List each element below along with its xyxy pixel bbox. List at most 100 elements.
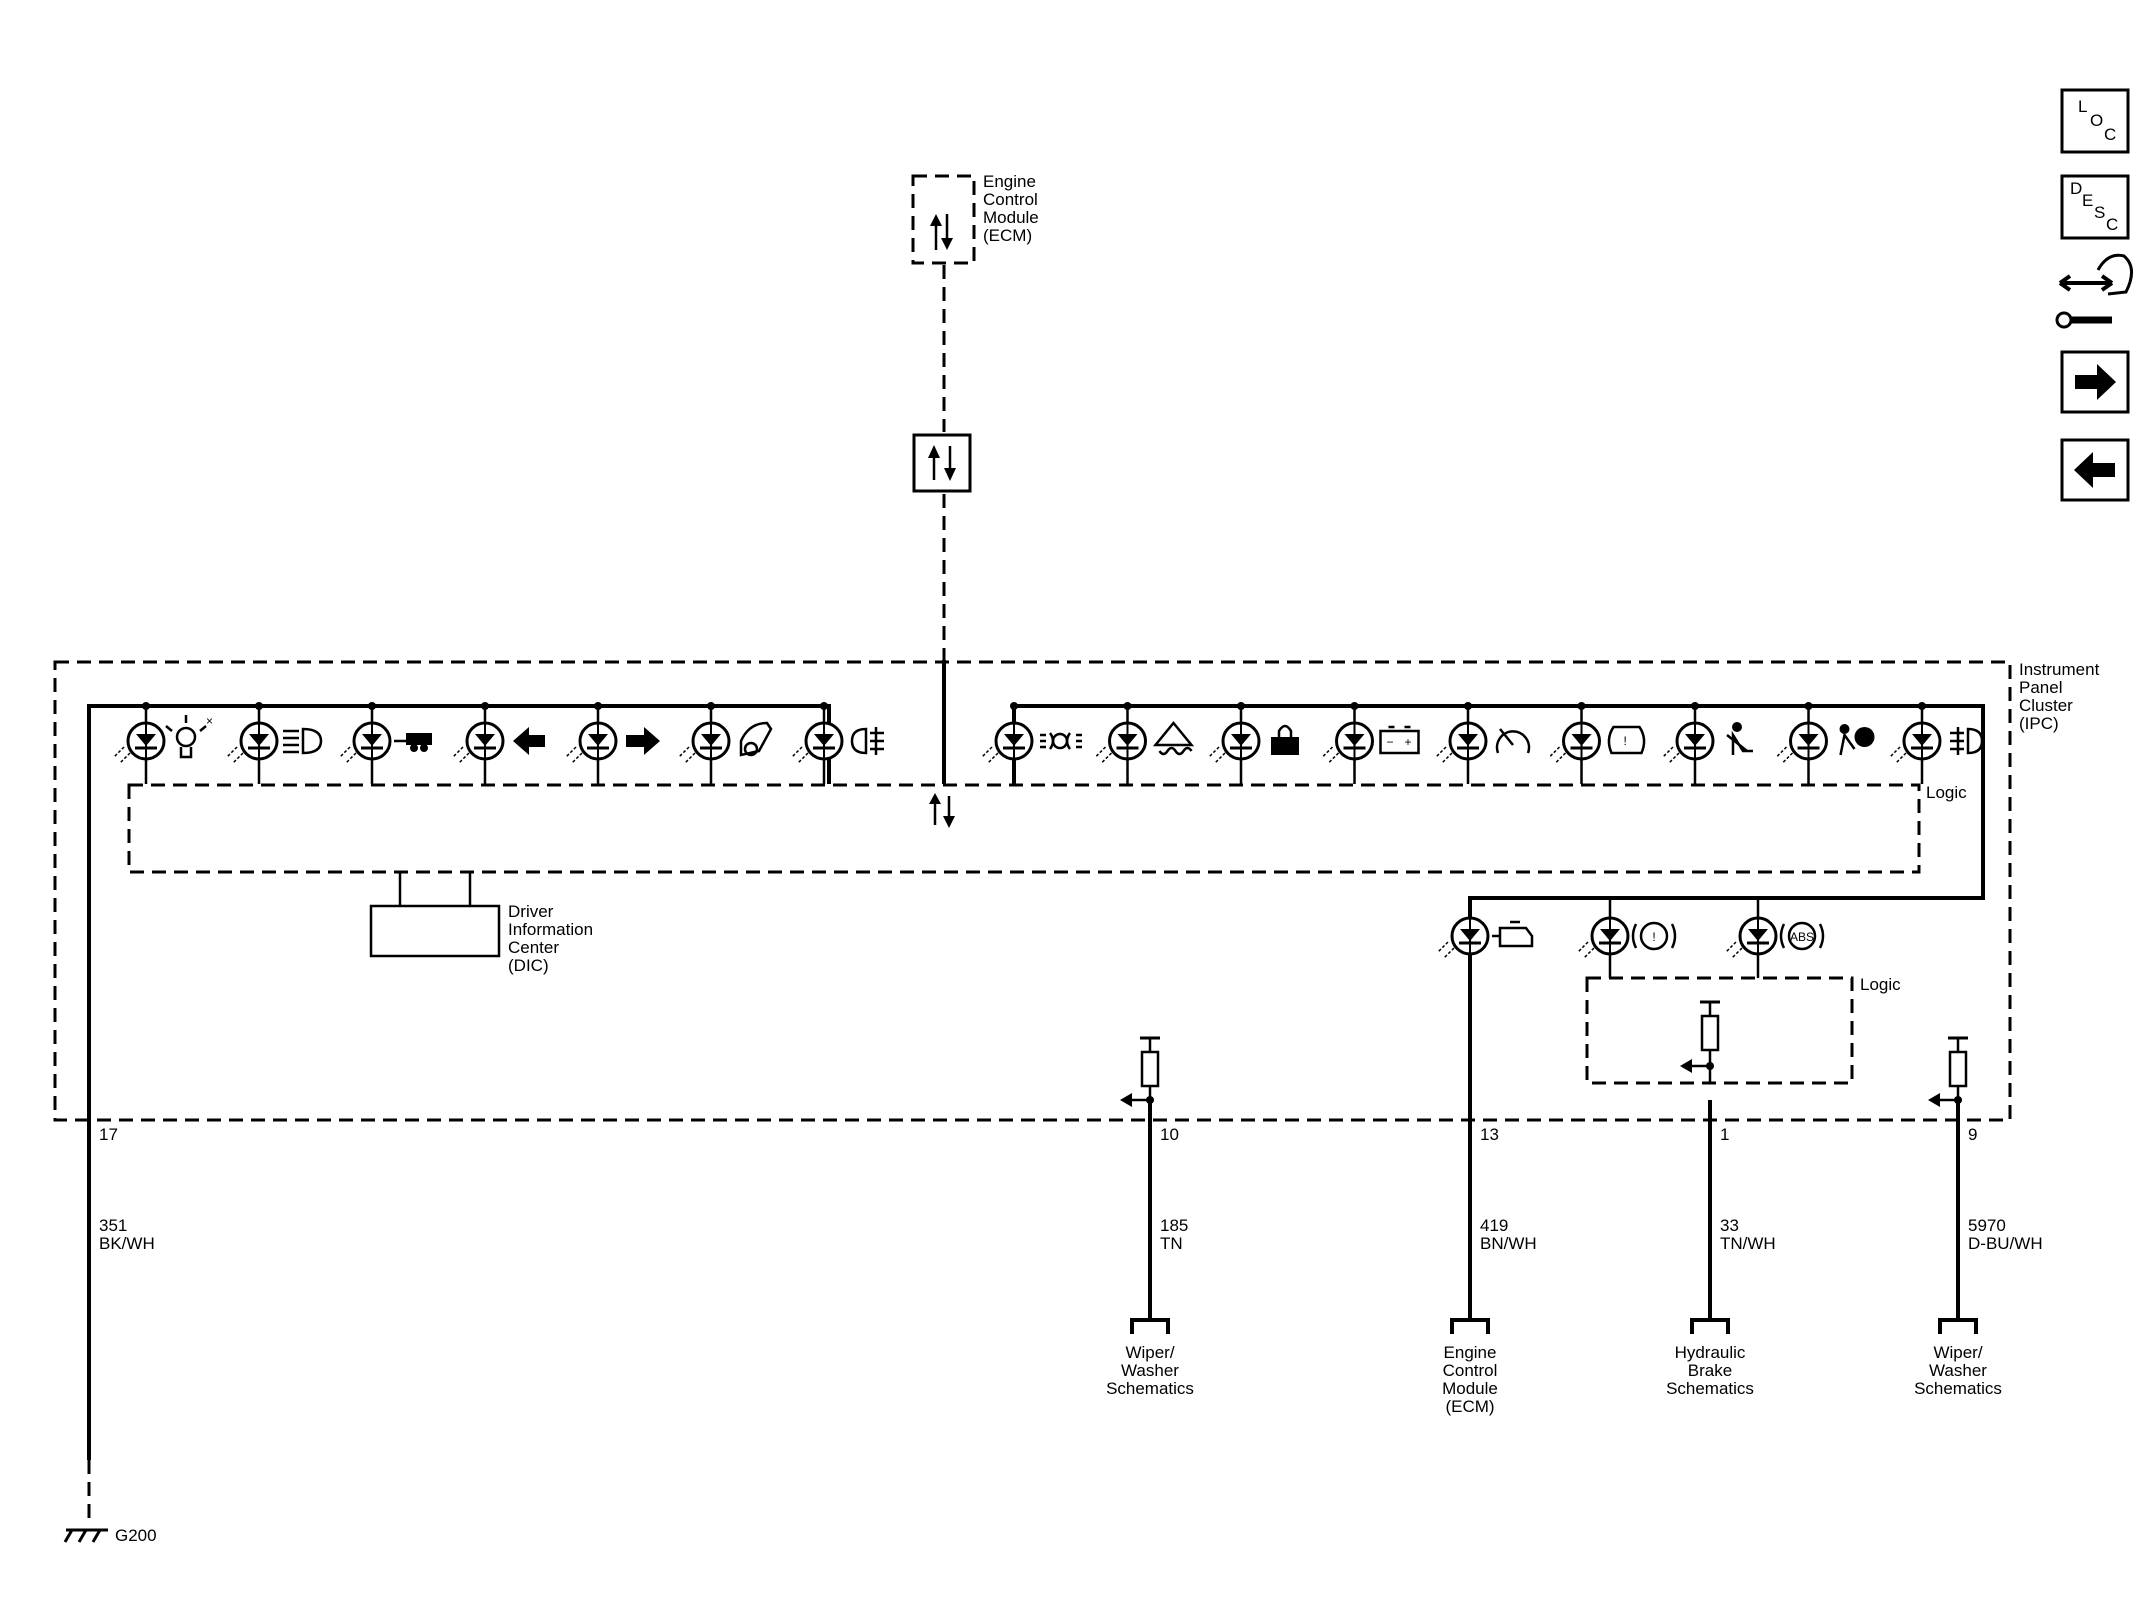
svg-text:C: C [2106,215,2118,234]
front-fog-icon [1950,727,1984,755]
traction-control-icon [1152,721,1195,756]
ipc-enclosure [53,660,2012,1122]
pin-number: 17 [99,1125,118,1144]
indicator-security [1208,702,1299,784]
indicator-tow-haul [339,702,432,784]
connector-wrench-icon[interactable] [2055,253,2133,329]
indicator-turn-right [565,702,660,784]
circuit-number: 351 [99,1216,127,1235]
wire-color: TN/WH [1720,1234,1776,1253]
indicator-turn-left [452,702,545,784]
rear-fog-icon [850,727,884,755]
input-switch-3 [1928,1036,1968,1118]
brake-warning-icon: ! [1631,921,1677,951]
turn-right-icon [626,727,660,755]
svg-text:O: O [2090,111,2103,130]
ground-bus-left [87,704,831,1460]
loc-button[interactable]: L O C [2060,88,2130,154]
serial-data-connector [912,433,972,493]
svg-text:−: − [1387,735,1394,749]
input-switch-1 [1120,1036,1160,1118]
high-beam-icon [283,727,323,755]
battery-icon: −+ [1379,725,1420,755]
ipc-logic-block [127,783,1921,874]
svg-text:ABS: ABS [1790,930,1814,944]
indicator-brake-warning: ! [1577,916,1677,978]
indicator-traction-control [1094,702,1195,784]
tow-haul-icon [394,733,432,752]
abs-icon: ABS [1779,921,1825,951]
brake-logic-label: Logic [1860,975,1901,994]
wire-color: BK/WH [99,1234,155,1253]
circuit-number: 419 [1480,1216,1508,1235]
input-switch-2 [1680,1000,1720,1084]
indicator-tire-pressure: ! [1548,702,1646,784]
switch-group [1120,1000,1968,1118]
svg-text:L: L [2078,97,2087,116]
previous-page-button[interactable] [2060,438,2130,502]
check-engine-icon [1492,920,1534,948]
tire-pressure-icon: ! [1607,725,1646,755]
indicator-abs: ABS [1725,916,1825,978]
indicator-park-lamps [981,702,1082,784]
indicator-row-lower: ! ABS [1437,916,1825,978]
svg-text:S: S [2094,203,2105,222]
indicator-battery: −+ [1321,702,1420,784]
svg-text:C: C [2104,125,2116,144]
seatbelt-icon [1726,722,1753,755]
next-page-button[interactable] [2060,350,2130,414]
ground-label: G200 [115,1526,157,1545]
ground-g200: G200 [63,1460,157,1545]
indicator-cruise [1435,702,1531,784]
svg-text:D: D [2070,179,2082,198]
indicator-check-engine [1437,916,1534,959]
pin-number: 13 [1480,1125,1499,1144]
logic-data-arrows [929,793,955,828]
pin-number: 10 [1160,1125,1179,1144]
wire-color: TN [1160,1234,1183,1253]
security-icon [1271,724,1299,755]
cruise-icon [1495,728,1531,754]
wire-color: BN/WH [1480,1234,1537,1253]
pin-number: 9 [1968,1125,1977,1144]
bulb-out-icon: × [165,714,213,759]
wire-color: D-BU/WH [1968,1234,2043,1253]
indicator-row-left: × [113,702,884,784]
svg-text:!: ! [1652,930,1655,944]
svg-text:+: + [1405,735,1412,749]
indicator-hood-ajar [678,702,773,784]
indicator-seatbelt [1662,702,1753,784]
desc-button[interactable]: D E S C [2060,174,2130,240]
circuit-number: 33 [1720,1216,1739,1235]
indicator-front-fog [1889,702,1984,784]
svg-text:!: ! [1624,734,1627,748]
circuit-number: 185 [1160,1216,1188,1235]
airbag-icon [1839,724,1875,756]
indicator-high-beam [226,702,323,784]
indicator-row-right: −+! [981,702,1984,784]
hood-ajar-icon [739,721,773,757]
turn-left-icon [513,727,545,755]
brake-logic-block [1585,976,1854,1085]
park-lamps-icon [1040,732,1082,750]
pin-number: 1 [1720,1125,1729,1144]
ipc-logic-label: Logic [1926,783,1967,802]
svg-text:×: × [206,714,213,728]
svg-text:E: E [2082,191,2093,210]
indicator-bulb-out: × [113,702,213,784]
